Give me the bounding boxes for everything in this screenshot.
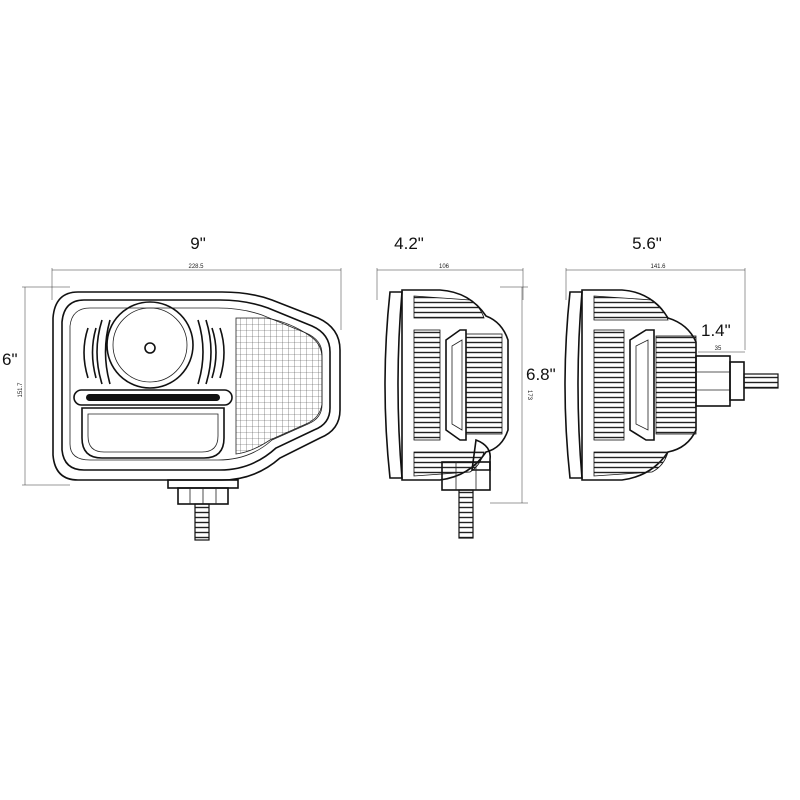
- side-height-label: 6.8": [526, 365, 556, 384]
- side-height-dimension: 6.8" 173: [490, 286, 556, 504]
- front-lower-lens: [81, 407, 225, 459]
- rear-width-label: 5.6": [632, 234, 662, 253]
- side-heatsink-core: [445, 329, 467, 441]
- side-width-value: 106: [439, 264, 450, 270]
- side-height-value: 173: [526, 390, 532, 401]
- rear-view: 5.6" 141.6 1.4" 35: [564, 234, 779, 481]
- front-arc-lights-left: [83, 319, 111, 385]
- front-height-label: 6": [2, 350, 18, 369]
- front-height-dimension: 6" 151.7: [2, 286, 70, 486]
- front-view: 9" 228.5 6" 151.7: [2, 234, 342, 541]
- front-mount-bolt: [167, 479, 239, 541]
- side-cooling-fins: [413, 295, 503, 477]
- rear-mount-bolt: [695, 355, 779, 407]
- front-light-bar-fill: [86, 394, 220, 401]
- front-width-value: 228.5: [188, 264, 204, 270]
- front-light-bar: [73, 389, 233, 406]
- front-height-value: 151.7: [18, 382, 24, 398]
- side-width-dimension: 4.2" 106: [376, 234, 524, 300]
- front-reflector-grid: [235, 317, 323, 455]
- rear-lens-face: [564, 291, 583, 479]
- front-arc-lights-right: [197, 319, 225, 385]
- rear-bolt-dimension: 1.4" 35: [698, 321, 745, 353]
- rear-bolt-value: 35: [715, 346, 722, 352]
- side-width-label: 4.2": [394, 234, 424, 253]
- front-projector-lens: [106, 301, 194, 389]
- side-mount-bolt: [441, 438, 492, 539]
- rear-width-value: 141.6: [650, 264, 666, 270]
- side-lens-face: [384, 291, 403, 479]
- rear-heatsink-core: [629, 329, 655, 441]
- side-view: 4.2" 106 6.8" 173: [376, 234, 556, 539]
- rear-cooling-fins: [593, 295, 697, 477]
- rear-width-dimension: 5.6" 141.6: [565, 234, 746, 350]
- front-housing-inner: [61, 299, 331, 471]
- front-width-label: 9": [190, 234, 206, 253]
- front-width-dimension: 9" 228.5: [51, 234, 342, 330]
- front-housing-outer: [52, 291, 341, 481]
- rear-bolt-label: 1.4": [701, 321, 731, 340]
